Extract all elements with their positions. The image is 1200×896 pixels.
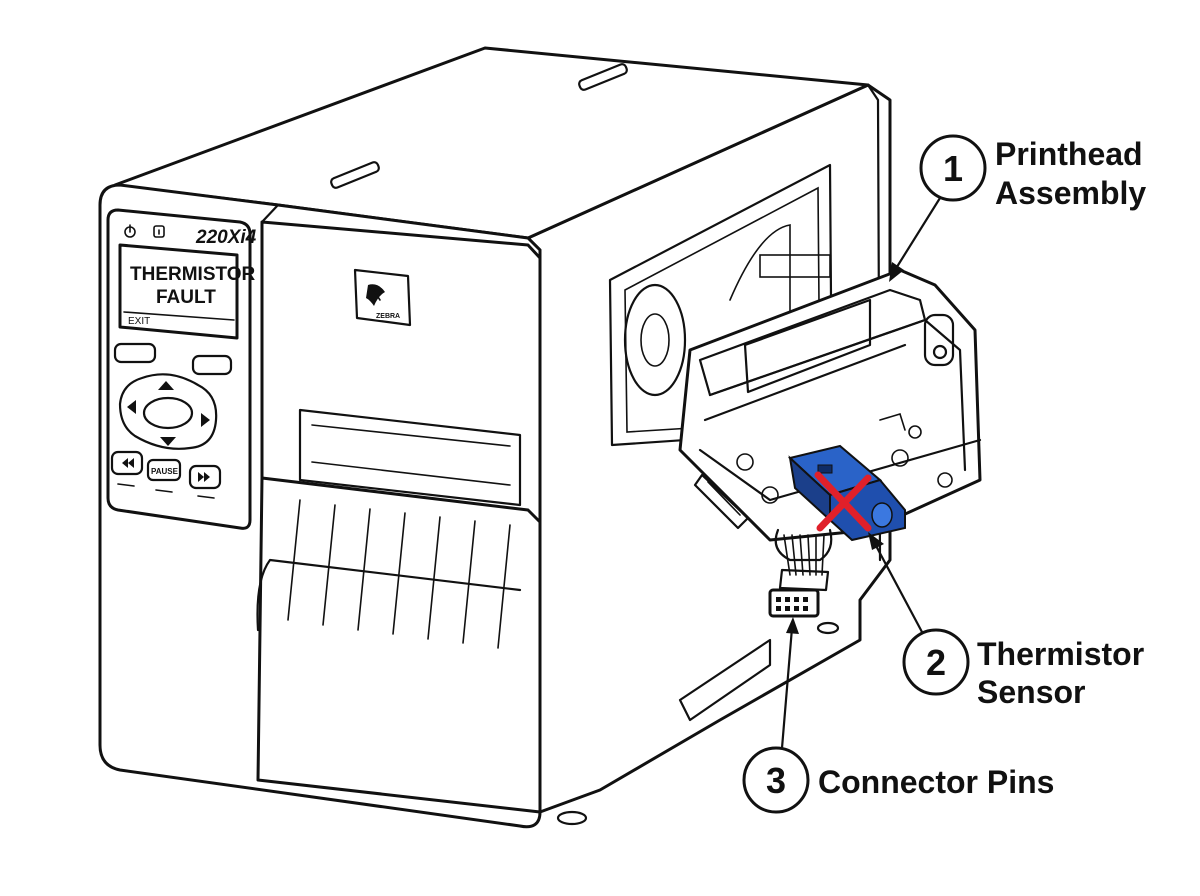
callout-3-circle [742,746,810,814]
connector-pins [768,588,820,618]
callout-2-circle [902,628,970,696]
callout-1-arrowhead [889,262,904,282]
callout-1-leader [893,196,942,272]
display-line-2: FAULT [156,287,216,308]
callout-3-arrowhead [786,617,799,634]
printhead-assembly [678,268,982,542]
fault-x-icon [814,471,872,532]
down-arrow-icon[interactable] [160,437,176,446]
right-arrow-icon[interactable] [201,413,210,427]
logo-text: ZEBRA [376,313,400,320]
left-softkey-button[interactable] [113,342,157,364]
left-arrow-icon[interactable] [127,400,136,414]
callout-1-circle [919,134,987,202]
callout-3: 3 Connector Pins [742,617,1054,814]
info-icon [153,225,165,238]
lcd-display: THERMISTOR FAULT EXIT [118,243,256,340]
callout-2: 2 Thermistor Sensor [868,532,1144,710]
power-icon [124,224,136,238]
callout-1-line-2: Assembly [995,175,1146,211]
up-arrow-icon[interactable] [158,381,174,390]
feed-back-button[interactable] [110,450,144,476]
callout-1-line-1: Printhead [995,136,1143,172]
callout-2-leader [872,540,924,634]
callout-2-line-2: Sensor [977,674,1085,710]
callout-2-number: 2 [926,642,946,683]
callout-1-number: 1 [943,148,963,189]
callout-2-line-1: Thermistor [977,636,1144,672]
connector-cable [774,528,833,592]
navigation-pad[interactable] [118,373,218,450]
callout-3-number: 3 [766,760,786,801]
ok-button[interactable] [142,396,194,430]
zebra-logo: ZEBRA [353,268,412,327]
feed-forward-button[interactable] [188,464,222,490]
control-panel: 220Xi4 THERMISTOR FAULT EXIT [106,208,257,530]
display-line-1: THERMISTOR [130,264,256,285]
display-softkey-label: EXIT [128,316,150,327]
right-softkey-button[interactable] [191,354,233,376]
thermistor-sensor [787,444,906,542]
pause-button-label: PAUSE [151,467,179,476]
callout-2-arrowhead [868,532,884,550]
callout-1: 1 Printhead Assembly [889,134,1146,282]
model-label: 220Xi4 [195,227,257,248]
callout-3-leader [780,626,794,750]
callout-3-line-1: Connector Pins [818,764,1054,800]
pause-button[interactable]: PAUSE [146,458,182,482]
